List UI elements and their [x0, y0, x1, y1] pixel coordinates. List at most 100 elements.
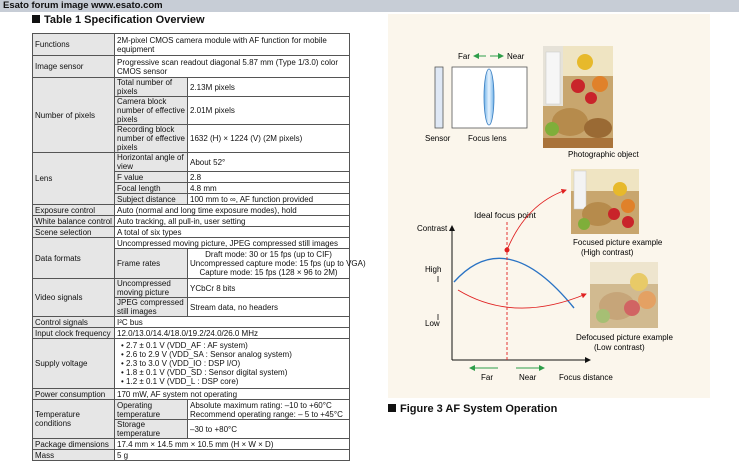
table-row: Lens Horizontal angle of view About 52° — [32, 152, 350, 205]
row-label: Package dimensions — [32, 438, 115, 450]
defocused-picture-image — [590, 262, 658, 328]
row-value: Auto tracking, all pull-in, user setting — [114, 215, 350, 227]
row-value: 2.01M pixels — [187, 96, 350, 125]
row-label: Lens — [32, 152, 115, 205]
focused-picture-image — [571, 169, 639, 234]
focus-distance-label: Focus distance — [559, 373, 613, 382]
square-bullet-icon — [32, 15, 40, 23]
table-row: Recording block number of effective pixe… — [33, 124, 350, 153]
af-diagram: Far Near Sensor Focus lens Photographic … — [417, 46, 673, 382]
frame-rates-value: Draft mode: 30 or 15 fps (up to CIF) Unc… — [187, 248, 366, 279]
sub-label: Operating temperature — [114, 399, 188, 420]
axis-near-label: Near — [519, 373, 537, 382]
row-value: 2.13M pixels — [187, 77, 350, 97]
defocused-arrow-icon — [457, 289, 587, 309]
row-value: 1632 (H) × 1224 (V) (2M pixels) — [187, 124, 350, 153]
table-row: Exposure control Auto (normal and long t… — [32, 204, 350, 216]
row-value: 5 g — [114, 449, 350, 461]
row-value: YCbCr 8 bits — [187, 278, 350, 298]
sub-label: Horizontal angle of view — [114, 152, 188, 172]
focused-arrow-icon — [506, 188, 567, 251]
table-row: White balance control Auto tracking, all… — [32, 215, 350, 227]
row-value: 17.4 mm × 14.5 mm × 10.5 mm (H × W × D) — [114, 438, 350, 450]
table-row: Temperature conditions Operating tempera… — [32, 399, 350, 439]
focused-contrast-label: (High contrast) — [581, 248, 634, 257]
table-row: JPEG compressed still images Stream data… — [33, 297, 350, 317]
focus-lens-shape — [483, 68, 495, 126]
near-label: Near — [507, 52, 525, 61]
row-label: Supply voltage — [32, 338, 115, 389]
sub-label: Camera block number of effective pixels — [114, 96, 188, 125]
sub-label: Frame rates — [114, 248, 188, 279]
specification-table: Functions 2M-pixel CMOS camera module wi… — [32, 33, 366, 461]
sensor-shape — [434, 66, 444, 129]
sub-label: Storage temperature — [114, 419, 188, 439]
table-row: Data formats Uncompressed moving picture… — [32, 237, 350, 279]
sub-label: Total number of pixels — [114, 77, 188, 97]
row-value: Uncompressed moving picture, JPEG compre… — [114, 237, 350, 249]
row-value: 4.8 mm — [187, 182, 350, 194]
axis-far-label: Far — [481, 373, 493, 382]
table-row: Mass 5 g — [32, 449, 350, 461]
row-value: –30 to +80°C — [187, 419, 350, 439]
table-row: Power consumption 170 mW, AF system not … — [32, 388, 350, 400]
sensor-label: Sensor — [425, 134, 451, 143]
row-label: Image sensor — [32, 55, 115, 78]
row-value: Progressive scan readout diagonal 5.87 m… — [114, 55, 350, 78]
defocused-label: Defocused picture example — [576, 333, 673, 342]
table-row: Package dimensions 17.4 mm × 14.5 mm × 1… — [32, 438, 350, 450]
forum-banner: Esato forum image www.esato.com — [0, 0, 739, 12]
table-row: Functions 2M-pixel CMOS camera module wi… — [32, 33, 350, 56]
table-row: Supply voltage • 2.7 ± 0.1 V (VDD_AF : A… — [32, 338, 350, 389]
ideal-focus-label: Ideal focus point — [474, 210, 537, 220]
figure-title: Figure 3 AF System Operation — [388, 403, 557, 415]
sub-label: Subject distance — [114, 193, 188, 205]
row-label: Control signals — [32, 316, 115, 328]
high-label: High — [425, 265, 441, 274]
row-value: I²C bus — [114, 316, 350, 328]
sub-label: Recording block number of effective pixe… — [114, 124, 188, 153]
focus-lens-label: Focus lens — [468, 134, 507, 143]
table-row: Frame rates Draft mode: 30 or 15 fps (up… — [33, 248, 366, 279]
row-value: Auto (normal and long time exposure mode… — [114, 204, 350, 216]
row-value: 2.8 — [187, 171, 350, 183]
table-row: Camera block number of effective pixels … — [33, 96, 350, 125]
row-label: White balance control — [32, 215, 115, 227]
row-value: 100 mm to ∞, AF function provided — [187, 193, 350, 205]
contrast-axis-label: Contrast — [417, 224, 448, 233]
photographic-object-label: Photographic object — [568, 150, 639, 159]
table-row: Video signals Uncompressed moving pictur… — [32, 278, 350, 317]
photographic-object-image — [543, 46, 613, 148]
defocused-contrast-label: (Low contrast) — [594, 343, 645, 352]
focused-label: Focused picture example — [573, 238, 663, 247]
row-value: 2M-pixel CMOS camera module with AF func… — [114, 33, 350, 56]
row-label: Scene selection — [32, 226, 115, 238]
sub-label: JPEG compressed still images — [114, 297, 188, 317]
sub-label: F value — [114, 171, 188, 183]
row-label: Mass — [32, 449, 115, 461]
supply-voltage-list: • 2.7 ± 0.1 V (VDD_AF : AF system) • 2.6… — [114, 338, 350, 389]
table-row: Control signals I²C bus — [32, 316, 350, 328]
table-row: Input clock frequency 12.0/13.0/14.4/18.… — [32, 327, 350, 339]
square-bullet-icon — [388, 404, 396, 412]
contrast-curve — [453, 257, 575, 309]
row-label: Number of pixels — [32, 77, 115, 153]
row-label: Video signals — [32, 278, 115, 317]
row-value: 12.0/13.0/14.4/18.0/19.2/24.0/26.0 MHz — [114, 327, 350, 339]
far-label: Far — [458, 52, 470, 61]
table-row: Storage temperature –30 to +80°C — [33, 419, 350, 439]
row-label: Temperature conditions — [32, 399, 115, 439]
row-value: Stream data, no headers — [187, 297, 350, 317]
table-row: Scene selection A total of six types — [32, 226, 350, 238]
table-title: Table 1 Specification Overview — [32, 14, 205, 26]
table-row: Number of pixels Total number of pixels … — [32, 77, 350, 153]
sub-label: Focal length — [114, 182, 188, 194]
row-label: Data formats — [32, 237, 115, 279]
table-row: Focal length 4.8 mm — [33, 182, 350, 194]
operating-temp-value: Absolute maximum rating: –10 to +60°C Re… — [187, 399, 350, 420]
row-label: Exposure control — [32, 204, 115, 216]
low-label: Low — [425, 319, 440, 328]
row-label: Power consumption — [32, 388, 115, 400]
sub-label: Uncompressed moving picture — [114, 278, 188, 298]
row-value: 170 mW, AF system not operating — [114, 388, 350, 400]
